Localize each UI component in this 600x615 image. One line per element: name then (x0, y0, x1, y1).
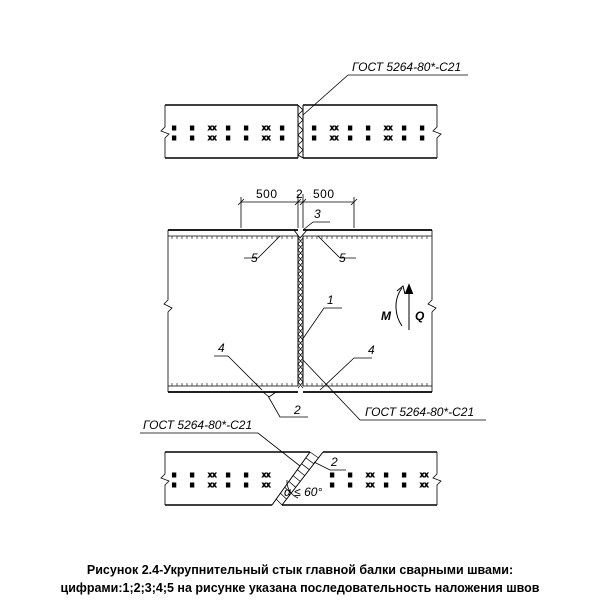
moment-shear-symbols (395, 283, 414, 330)
fillet-weld-mark: ш (420, 124, 424, 132)
moment-label: M (381, 309, 392, 323)
fillet-weld-mark: ш (244, 124, 248, 132)
fillet-weld-mark: ш (402, 134, 406, 142)
fillet-weld-mark: ш (280, 134, 284, 142)
fillet-weld-mark: xx (330, 124, 338, 132)
fillet-weld-mark: ш (190, 471, 194, 479)
fillet-weld-mark: ш (402, 481, 406, 489)
angle-arc (286, 479, 299, 499)
dim-500-left: 500 (256, 187, 278, 201)
fillet-weld-mark: ш (384, 471, 388, 479)
top-plan-right-plate (302, 104, 442, 159)
fillet-weld-mark: ш (420, 134, 424, 142)
fillet-weld-mark: ш (330, 471, 334, 479)
flange-to-web-weld-ticks (171, 236, 428, 386)
elevation-left-break (163, 230, 173, 392)
top-flange-weld-3 (293, 229, 308, 239)
fillet-weld-mark: ш (226, 134, 230, 142)
fillet-weld-mark: ш (172, 124, 176, 132)
fillet-weld-mark: ш (190, 134, 194, 142)
weld-2-lower-leader (313, 461, 346, 471)
elevation-right-break (427, 230, 437, 392)
weld-label-5-right: 5 (339, 251, 346, 265)
fillet-weld-mark: ш (172, 481, 176, 489)
weld-label-4-right: 4 (368, 343, 375, 357)
fillet-weld-mark: xx (366, 481, 374, 489)
fillet-weld-mark: ш (226, 481, 230, 489)
fillet-weld-mark: ш (172, 134, 176, 142)
fillet-weld-mark: xx (420, 471, 428, 479)
fillet-weld-mark: ш (366, 134, 370, 142)
weld-label-3: 3 (314, 207, 321, 221)
gost-top-leader (302, 74, 349, 116)
fillet-weld-mark: ш (312, 134, 316, 142)
moment-arrow-icon (395, 287, 403, 327)
fillet-weld-mark: xx (262, 124, 270, 132)
weld-label-2-bottom-flange: 2 (293, 403, 301, 417)
angle-label: α ≤ 60° (284, 485, 322, 499)
fillet-weld-mark: ш (312, 124, 316, 132)
fillet-weld-mark: ш (244, 471, 248, 479)
gost-middle-label: ГОСТ 5264-80*-С21 (365, 405, 474, 419)
gost-bottom-leader (140, 432, 301, 467)
fillet-weld-mark: ш (384, 481, 388, 489)
weld-label-5-left: 5 (251, 251, 258, 265)
fillet-weld-mark: xx (208, 471, 216, 479)
fillet-weld-mark: ш (244, 134, 248, 142)
dimension-lines (237, 194, 358, 228)
beam-elevation-view (163, 229, 437, 398)
dim-gap-2: 2 (296, 187, 303, 201)
fillet-weld-mark: xx (262, 481, 270, 489)
fillet-weld-mark: xx (262, 471, 270, 479)
fillet-weld-mark: xx (420, 481, 428, 489)
web-butt-weld-1 (297, 237, 304, 389)
fillet-weld-mark: xx (208, 124, 216, 132)
fillet-weld-mark: ш (226, 471, 230, 479)
weld-label-1: 1 (327, 293, 334, 307)
fillet-weld-mark: ш (244, 481, 248, 489)
top-plan-butt-weld (297, 104, 304, 159)
fillet-weld-mark: ш (190, 124, 194, 132)
top-plan-left-plate (160, 104, 299, 159)
fillet-weld-mark: ш (366, 124, 370, 132)
fillet-weld-mark: xx (330, 134, 338, 142)
fillet-weld-mark: ш (348, 471, 352, 479)
fillet-weld-mark: ш (190, 481, 194, 489)
weld-label-4-left: 4 (218, 341, 225, 355)
fillet-weld-mark: ш (402, 124, 406, 132)
fillet-weld-mark: ш (348, 124, 352, 132)
caption-line-2: цифрами:1;2;3;4;5 на рисунке указана пос… (60, 581, 540, 595)
fillet-weld-mark: xx (208, 481, 216, 489)
gost-bottom-label: ГОСТ 5264-80*-С21 (143, 418, 252, 432)
fillet-weld-mark: ш (172, 471, 176, 479)
fillet-weld-mark: xx (208, 134, 216, 142)
gost-top-label: ГОСТ 5264-80*-С21 (352, 60, 461, 74)
weld-label-2-lower-view: 2 (330, 455, 338, 469)
fillet-weld-mark: ш (348, 134, 352, 142)
fillet-weld-mark: ш (280, 124, 284, 132)
caption-line-1: Рисунок 2.4-Укрупнительный стык главной … (86, 563, 514, 577)
fillet-weld-mark: xx (384, 134, 392, 142)
fillet-weld-mark: ш (330, 481, 334, 489)
fillet-weld-mark: ш (402, 471, 406, 479)
fillet-weld-mark: ш (226, 124, 230, 132)
fillet-weld-mark: ш (348, 481, 352, 489)
dim-500-right: 500 (313, 187, 335, 201)
fillet-weld-mark: xx (384, 124, 392, 132)
bottom-plan-oblique-weld (275, 451, 319, 506)
fillet-weld-mark: xx (366, 471, 374, 479)
shear-label: Q (415, 309, 425, 323)
weld-leaders (214, 221, 486, 421)
fillet-weld-mark: xx (262, 134, 270, 142)
